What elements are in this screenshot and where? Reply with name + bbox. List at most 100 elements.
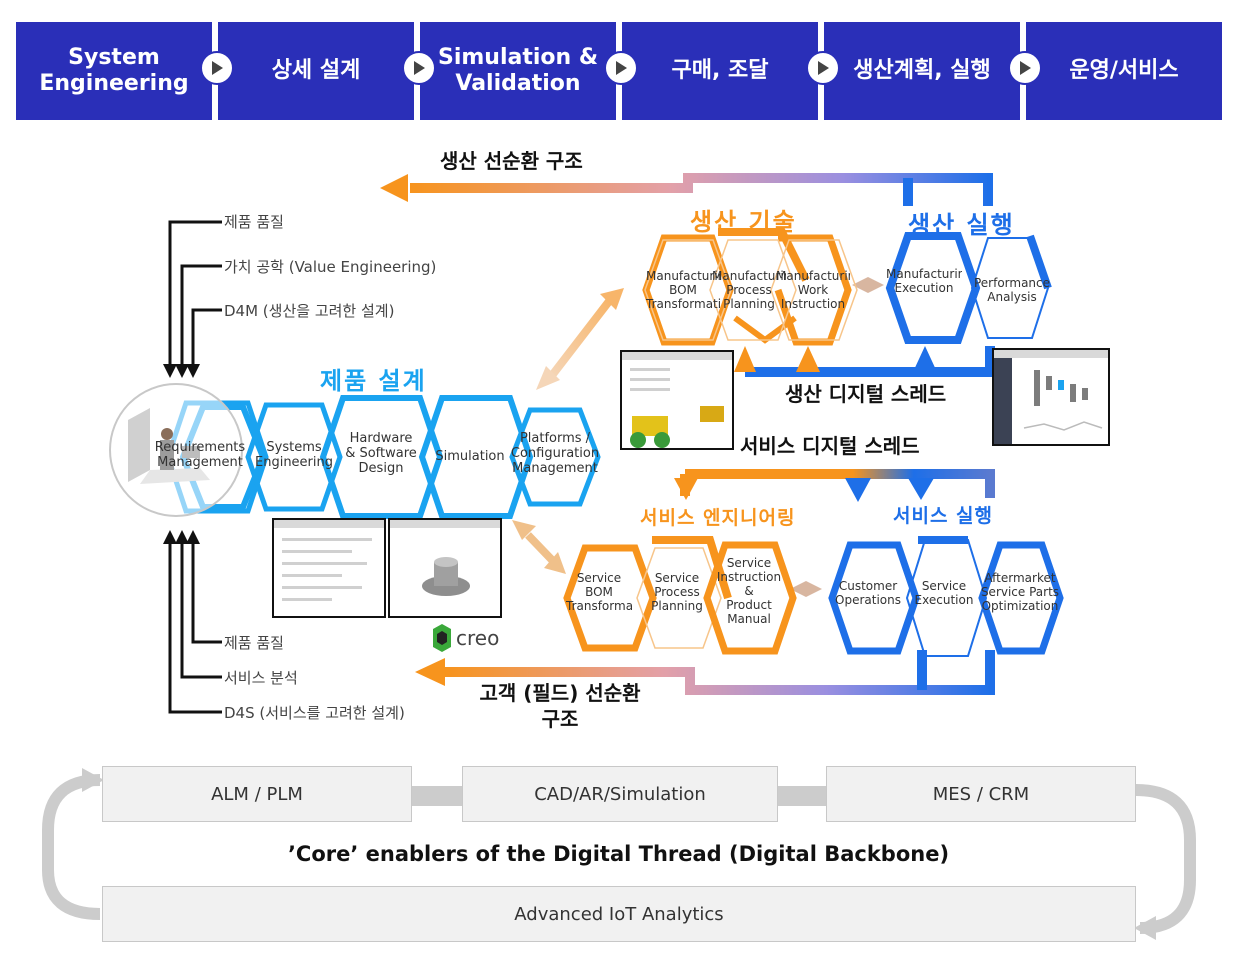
hex-service-instruction: Service Instruction & Product Manual bbox=[716, 556, 782, 626]
phase-label: 운영/서비스 bbox=[1069, 58, 1179, 83]
service-eng-hexes bbox=[563, 536, 797, 655]
input-d4s: D4S (서비스를 고려한 설계) bbox=[224, 704, 405, 722]
phase-operation-service: 운영/서비스 bbox=[1026, 22, 1222, 120]
phase-label: 생산계획, 실행 bbox=[853, 58, 991, 83]
product-design-title: 제품 설계 bbox=[320, 367, 427, 395]
arrow-left-icon bbox=[380, 174, 408, 202]
customer-loop-line bbox=[445, 650, 995, 695]
triangle-up-icon bbox=[796, 346, 820, 372]
mpm-screenshot-thumbnail bbox=[620, 350, 734, 450]
hex-aftermarket-parts: Aftermarket Service Parts Optimization bbox=[980, 571, 1060, 613]
production-thread-line bbox=[745, 346, 995, 377]
hex-customer-operations: Customer Operations bbox=[835, 579, 901, 607]
hex-requirements-management: Requirements Management bbox=[154, 440, 246, 470]
connector-diamond bbox=[790, 581, 822, 597]
phase-label: System Engineering bbox=[39, 45, 189, 96]
hex-performance-analysis: Performance Analysis bbox=[973, 276, 1051, 304]
connector bbox=[525, 532, 555, 563]
phase-label: 상세 설계 bbox=[271, 58, 361, 83]
hex-service-bom: Service BOM Transformation bbox=[566, 571, 632, 613]
input-lines-bottom bbox=[168, 542, 222, 714]
phase-simulation-validation: Simulation & Validation bbox=[420, 22, 616, 120]
arrow-up-icon bbox=[175, 530, 189, 544]
cad-screenshot-thumbnail bbox=[388, 518, 502, 618]
production-tech-hex-outlines bbox=[644, 239, 858, 341]
triangle-down-icon bbox=[674, 478, 698, 500]
chevron-right-icon bbox=[1008, 51, 1042, 85]
triangle-down-icon bbox=[845, 478, 871, 502]
backbone-box-label: Advanced IoT Analytics bbox=[514, 903, 724, 925]
chevron-right-icon bbox=[806, 51, 840, 85]
phase-label: Simulation & Validation bbox=[437, 45, 599, 96]
arrow-down-icon bbox=[163, 364, 177, 378]
creo-logo-text: creo bbox=[456, 626, 500, 650]
backbone-loop-right bbox=[1135, 784, 1196, 934]
triangle-down-icon bbox=[908, 478, 934, 500]
hex-mfg-process-planning: Manufacturing Process Planning bbox=[712, 269, 786, 311]
input-d4m: D4M (생산을 고려한 설계) bbox=[224, 302, 395, 320]
backbone-box-label: CAD/AR/Simulation bbox=[534, 783, 706, 805]
chevron-right-icon bbox=[604, 51, 638, 85]
hex-systems-engineering: Systems Engineering bbox=[255, 440, 333, 470]
backbone-loop-left bbox=[42, 774, 101, 920]
hex-simulation: Simulation bbox=[435, 449, 505, 464]
customer-loop-title: 고객 (필드) 선순환 구조 bbox=[479, 681, 641, 731]
backbone-link bbox=[776, 786, 828, 806]
arrow-right-icon bbox=[82, 768, 104, 792]
service-exec-hexes bbox=[828, 536, 1064, 657]
service-thread-line bbox=[685, 469, 995, 498]
arrow-left-icon bbox=[415, 658, 445, 686]
backbone-caption: ’Core’ enablers of the Digital Thread (D… bbox=[287, 842, 950, 866]
connector bbox=[546, 297, 614, 381]
hex-hw-sw-design: Hardware & Software Design bbox=[345, 431, 417, 476]
hex-mfg-work-instruction: Manufacturing Work Instruction bbox=[776, 269, 850, 311]
hex-service-process-planning: Service Process Planning bbox=[651, 571, 703, 613]
phase-detail-design: 상세 설계 bbox=[218, 22, 414, 120]
phase-label: 구매, 조달 bbox=[671, 58, 769, 83]
service-thread-title: 서비스 디지털 스레드 bbox=[740, 434, 920, 458]
backbone-box-label: ALM / PLM bbox=[211, 783, 303, 805]
chevron-right-icon bbox=[402, 51, 436, 85]
arrow-icon bbox=[536, 366, 560, 390]
arrow-left-icon bbox=[1134, 916, 1156, 940]
production-exec-title: 생산 실행 bbox=[908, 211, 1015, 239]
service-exec-title: 서비스 실행 bbox=[893, 505, 994, 527]
arrow-down-icon bbox=[175, 364, 189, 378]
person-at-desk-icon bbox=[128, 408, 210, 484]
input-value-engineering: 가치 공학 (Value Engineering) bbox=[224, 258, 437, 276]
backbone-mes-crm: MES / CRM bbox=[826, 766, 1136, 822]
triangle-up-icon bbox=[913, 346, 937, 372]
arrow-icon bbox=[600, 288, 624, 310]
arrow-icon bbox=[544, 552, 566, 574]
product-design-hex-row bbox=[165, 395, 601, 519]
production-exec-hexes bbox=[885, 232, 1052, 344]
hex-service-execution: Service Execution bbox=[914, 579, 974, 607]
plm-screenshot-thumbnail bbox=[272, 518, 386, 618]
backbone-iot-analytics: Advanced IoT Analytics bbox=[102, 886, 1136, 942]
arrow-icon bbox=[512, 520, 536, 540]
arrow-up-icon bbox=[163, 530, 177, 544]
arrow-up-icon bbox=[186, 530, 200, 544]
input-product-quality-2: 제품 품질 bbox=[224, 634, 284, 652]
service-eng-title: 서비스 엔지니어링 bbox=[640, 507, 796, 529]
hex-mfg-bom: Manufacturing BOM Transformation bbox=[646, 269, 720, 311]
creo-logo: creo bbox=[432, 623, 499, 653]
production-thread-title: 생산 디지털 스레드 bbox=[785, 382, 947, 406]
input-lines-top bbox=[168, 220, 222, 366]
backbone-box-label: MES / CRM bbox=[932, 783, 1030, 805]
input-product-quality: 제품 품질 bbox=[224, 213, 284, 231]
phase-production: 생산계획, 실행 bbox=[824, 22, 1020, 120]
production-loop-title: 생산 선순환 구조 bbox=[440, 149, 583, 173]
production-tech-hexes bbox=[642, 228, 852, 346]
arrow-down-icon bbox=[186, 364, 200, 378]
analytics-screenshot-thumbnail bbox=[992, 348, 1110, 446]
hex-mfg-execution: Manufacturing Execution bbox=[886, 267, 962, 295]
backbone-alm-plm: ALM / PLM bbox=[102, 766, 412, 822]
creo-logo-icon bbox=[433, 624, 451, 652]
backbone-link bbox=[410, 786, 464, 806]
production-loop-line bbox=[410, 173, 993, 206]
phase-system-engineering: System Engineering bbox=[16, 22, 212, 120]
input-service-analysis: 서비스 분석 bbox=[224, 669, 298, 687]
